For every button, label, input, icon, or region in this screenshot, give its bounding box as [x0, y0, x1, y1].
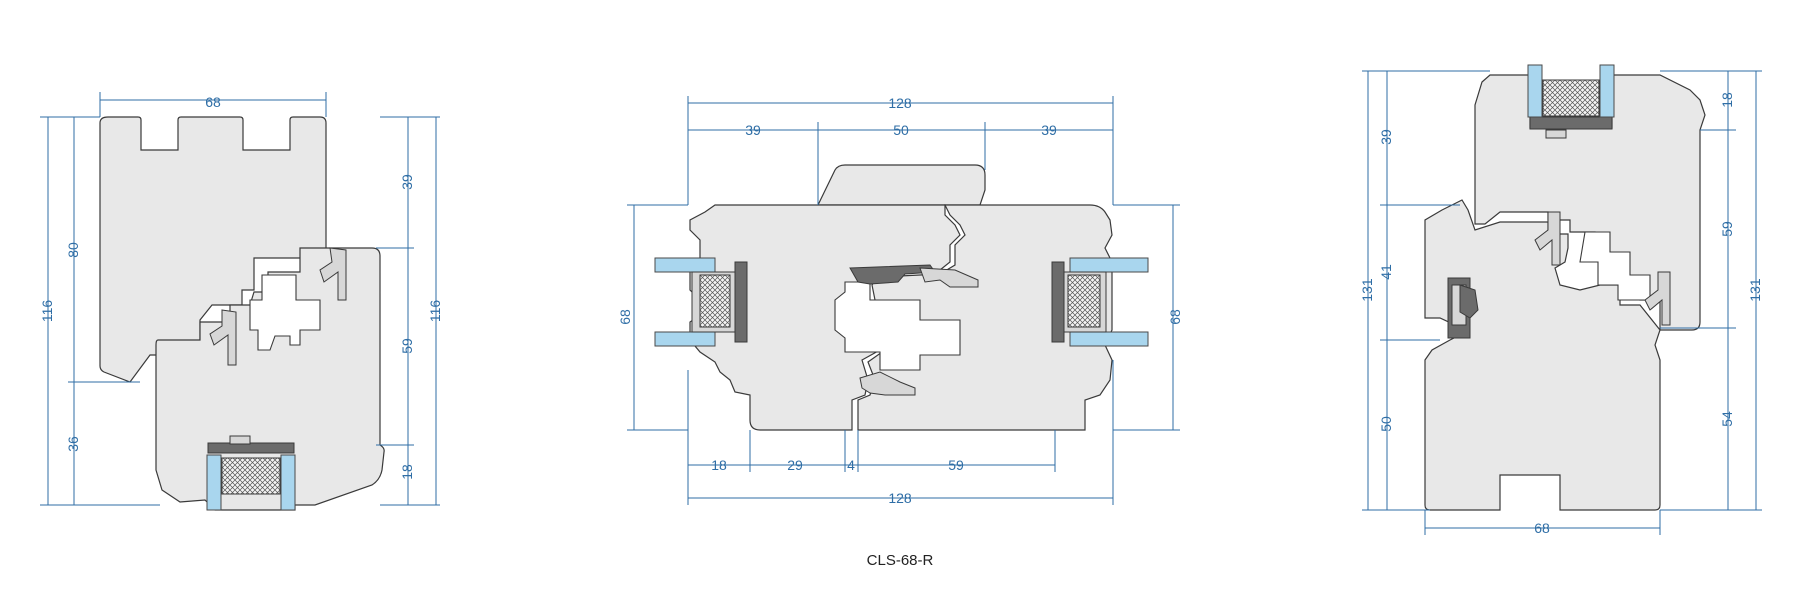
middle-dim-top-center: 50 [893, 122, 909, 138]
right-glass-pane-a [1527, 64, 1543, 118]
left-dim-left-overall: 116 [39, 300, 55, 323]
right-frame-profile [1424, 199, 1661, 511]
drawing-caption: CLS-68-R [866, 552, 934, 569]
middle-section-drawing: 128 39 50 39 68 68 18 29 4 59 128 [617, 95, 1183, 506]
middle-dim-bottom-c: 4 [847, 457, 855, 473]
left-frame-cavity [249, 274, 321, 351]
right-dim-left-top: 39 [1378, 129, 1394, 145]
left-seal-upper [319, 247, 347, 301]
right-lock-cam [1459, 284, 1479, 319]
right-dim-right-top: 18 [1719, 92, 1735, 108]
right-dim-left-overall: 131 [1359, 278, 1375, 302]
right-insulation-core [1542, 79, 1600, 117]
middle-right-glass-top [1069, 257, 1149, 273]
right-dim-bottom-width: 68 [1534, 520, 1550, 536]
right-glass-clip [1545, 129, 1567, 139]
middle-dim-bottom-a: 18 [711, 457, 727, 473]
left-glass-pane-b [280, 454, 296, 511]
right-dim-left-bottom: 50 [1378, 416, 1394, 432]
middle-right-gasket [1051, 261, 1065, 343]
middle-dim-top-left: 39 [745, 122, 761, 138]
left-insulation-core [221, 457, 281, 495]
left-section-drawing: 68 116 80 36 116 39 59 18 [39, 92, 443, 511]
left-dim-left-lower: 36 [65, 436, 81, 452]
left-gasket-bar [207, 442, 295, 454]
middle-mullion-head [817, 164, 986, 206]
middle-left-glass-bottom [654, 331, 716, 347]
middle-left-gasket [734, 261, 748, 343]
middle-dim-bottom-overall: 128 [888, 490, 912, 506]
middle-right-glass-bottom [1069, 331, 1149, 347]
right-seal-upper [1534, 211, 1561, 266]
left-dim-right-overall: 116 [427, 300, 443, 323]
left-dim-top-width: 68 [205, 94, 221, 110]
right-gasket-bar [1529, 116, 1613, 130]
left-dim-right-top: 39 [399, 174, 415, 190]
left-seal-lower [209, 309, 237, 366]
right-dim-left-middle: 41 [1378, 264, 1394, 280]
left-dim-right-bottom: 18 [399, 464, 415, 480]
middle-seal-upper-lip [919, 267, 979, 288]
left-glass-clip [229, 435, 251, 445]
middle-dim-right-height: 68 [1167, 309, 1183, 325]
middle-left-glass-top [654, 257, 716, 273]
right-dim-right-middle: 59 [1719, 221, 1735, 237]
left-dim-left-upper: 80 [65, 242, 81, 258]
middle-seal-lower [859, 371, 916, 396]
middle-dim-top-right: 39 [1041, 122, 1057, 138]
left-sash-profile [99, 116, 327, 383]
right-dim-right-bottom: 54 [1719, 411, 1735, 427]
right-dim-right-overall: 131 [1747, 278, 1763, 302]
middle-dim-left-height: 68 [617, 309, 633, 325]
middle-center-cavity [834, 281, 961, 371]
right-seal-lower [1644, 271, 1671, 326]
middle-dim-bottom-b: 29 [787, 457, 803, 473]
left-dim-right-middle: 59 [399, 338, 415, 354]
middle-dim-bottom-d: 59 [948, 457, 964, 473]
left-glass-pane-a [206, 454, 222, 511]
middle-dim-top-overall: 128 [888, 95, 912, 111]
middle-right-insulation [1067, 274, 1101, 328]
middle-left-insulation [699, 274, 731, 328]
middle-seal-upper [849, 264, 936, 285]
right-section-drawing: 131 39 41 50 131 18 59 54 68 [1359, 64, 1763, 536]
right-glass-pane-b [1599, 64, 1615, 118]
